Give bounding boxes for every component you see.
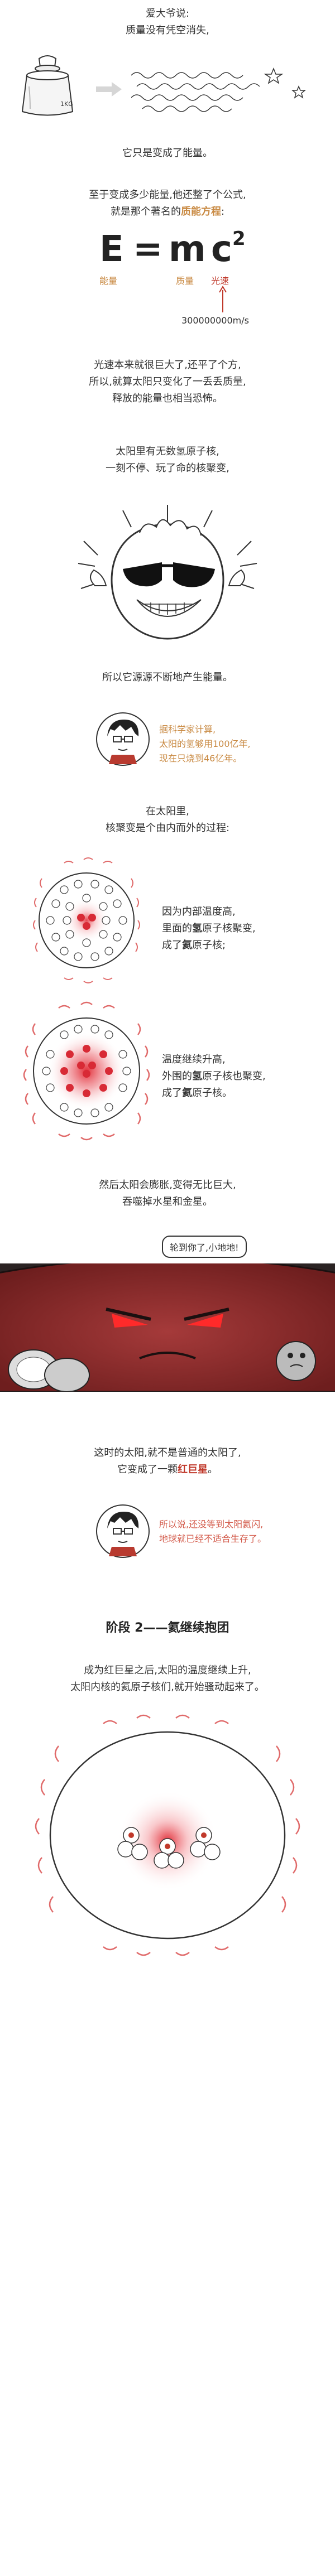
- stage2-line2: 太阳内核的氦原子核们,就开始骚动起来了。: [70, 1681, 265, 1693]
- quote2-line1: 所以说,还没等到太阳氦闪,: [159, 1519, 264, 1530]
- stage-outer-l3c: 原子核。: [192, 1087, 232, 1099]
- light-line1: 光速本来就很巨大了,还平了个方,: [94, 359, 241, 371]
- stage-inner-line2: 里面的氢原子核聚变,: [162, 920, 256, 937]
- arrow-icon: [95, 81, 123, 98]
- stage-inner-l2a: 里面的: [162, 923, 192, 934]
- avatar: [95, 711, 151, 767]
- stage-inner-l2b: 氢: [192, 923, 202, 934]
- light-line3: 释放的能量也相当恐怖。: [112, 393, 223, 404]
- quote2-line2: 地球就已经不适合生存了。: [159, 1533, 267, 1544]
- stage-outer-line1: 温度继续升高,: [162, 1054, 226, 1065]
- stage-inner-l2c: 原子核聚变,: [202, 923, 256, 934]
- sun-line2: 一刻不停、玩了命的核聚变,: [106, 462, 229, 474]
- stage-inner-line3: 成了氦原子核;: [162, 937, 226, 954]
- stage-outer-l3b: 氦: [182, 1087, 192, 1099]
- sun-sunglasses-illustration: [73, 502, 262, 647]
- label-energy: 能量: [99, 276, 118, 286]
- stage2-line1: 成为红巨星之后,太阳的温度继续上升,: [84, 1665, 251, 1676]
- stage-outer-l2a: 外围的: [162, 1070, 192, 1082]
- intro-line1: 爱大爷说:: [145, 8, 190, 20]
- weight-label: 1KG: [60, 100, 73, 108]
- formula-intro-prefix: 就是那个著名的: [110, 206, 181, 218]
- weight-illustration: [17, 53, 78, 120]
- formula-m: m: [169, 229, 206, 270]
- stage-outer-line3: 成了氦原子核。: [162, 1085, 232, 1102]
- formula-intro-line1: 至于变成多少能量,他还整了个公式,: [89, 189, 246, 201]
- formula-intro-emph: 质能方程: [180, 206, 221, 218]
- speed-arrow-icon: [219, 286, 227, 313]
- stage-outer-line2: 外围的氢原子核也聚变,: [162, 1068, 266, 1085]
- redgiant-suffix: 。: [208, 1464, 218, 1475]
- intro-line2: 质量没有凭空消失,: [126, 25, 209, 36]
- sun-line1: 太阳里有无数氢原子核,: [116, 446, 219, 457]
- energy-line: 所以它源源不断地产生能量。: [102, 672, 233, 683]
- expand-line1: 然后太阳会膨胀,变得无比巨大,: [99, 1179, 236, 1191]
- light-line2: 所以,就算太阳只变化了一丢丢质量,: [89, 376, 246, 388]
- red-giant-scene: [0, 1263, 335, 1392]
- intro-conclusion: 它只是变成了能量。: [122, 147, 213, 159]
- sun-core-inner-illustration: [25, 856, 148, 985]
- stage-inner-l3a: 成了: [162, 939, 182, 951]
- stage-outer-l3a: 成了: [162, 1087, 182, 1099]
- stage-inner-line1: 因为内部温度高,: [162, 906, 236, 918]
- stage-inner-l3c: 原子核;: [192, 939, 226, 951]
- stage-inner-l3b: 氦: [182, 939, 192, 951]
- formula-equals: =: [133, 229, 163, 270]
- fusion-line1: 在太阳里,: [146, 805, 189, 817]
- speed-value: 300000000m/s: [181, 315, 249, 326]
- redgiant-line2: 它变成了一颗红巨星。: [0, 1461, 335, 1478]
- label-light: 光速: [211, 276, 229, 286]
- sun-core-stage2-illustration: [25, 1712, 310, 1958]
- stage-outer-l2b: 氢: [192, 1070, 202, 1082]
- quote1-line2: 太阳的氢够用100亿年,: [159, 739, 251, 749]
- formula-exponent: 2: [232, 228, 246, 250]
- fusion-line2: 核聚变是个由内而外的过程:: [105, 822, 230, 834]
- sun-core-outer-illustration: [20, 1001, 154, 1141]
- speech-bubble: 轮到你了,小地地!: [162, 1236, 247, 1258]
- label-mass: 质量: [176, 276, 194, 286]
- avatar-2: [95, 1503, 151, 1559]
- formula-c: c: [211, 229, 232, 270]
- formula-intro-line2: 就是那个著名的质能方程:: [0, 204, 335, 220]
- stage2-title: 阶段 2——氦继续抱团: [106, 1621, 229, 1635]
- redgiant-prefix: 它变成了一颗: [117, 1464, 178, 1475]
- quote1-line1: 据科学家计算,: [159, 724, 216, 735]
- redgiant-line1: 这时的太阳,就不是普通的太阳了,: [94, 1447, 241, 1459]
- energy-waves-illustration: [131, 64, 315, 120]
- redgiant-emph: 红巨星: [178, 1464, 208, 1475]
- quote1-line3: 现在只烧到46亿年。: [159, 753, 242, 764]
- expand-line2: 吞噬掉水星和金星。: [122, 1196, 213, 1208]
- stage-outer-l2c: 原子核也聚变,: [202, 1070, 266, 1082]
- formula-E: E: [99, 229, 124, 270]
- formula-intro-suffix: :: [221, 206, 225, 218]
